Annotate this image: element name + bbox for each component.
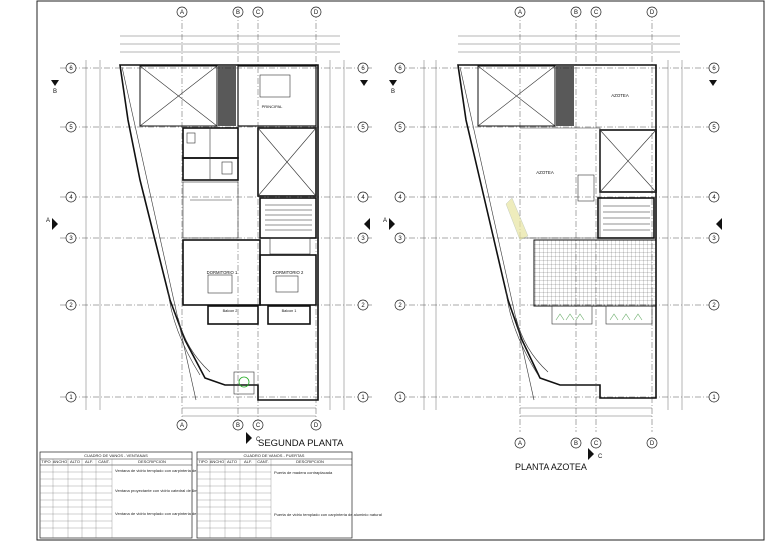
azotea-axis-bottom-2: B [574,441,578,447]
axis-left-3: 3 [69,236,73,242]
axis-bottom-2: B [236,423,240,429]
azotea-section-mark-a: A [383,218,387,224]
azotea-axis-left-6: 6 [398,66,402,72]
axis-left-2: 2 [69,303,73,309]
room-label-balcon-1: Balcon 1 [282,309,297,313]
room-label-dormitorio-2: DORMITORIO 2 [273,270,304,275]
ventanas-header-tipo: TIPO [41,459,50,464]
axis-top-4: D [314,10,319,16]
axis-right-4: 4 [361,195,365,201]
azotea-axis-left-5: 5 [398,125,402,131]
axis-right-1: 1 [361,395,365,401]
azotea-axis-left-1: 1 [398,395,402,401]
puertas-header-cant: CANT. [257,459,269,464]
ventanas-header-descripcion: DESCRIPCION [138,459,166,464]
plan-azotea: A B C D A B C D 6 5 4 3 2 1 6 5 4 3 2 1 … [383,6,722,472]
section-mark-a: A [46,218,50,224]
table-ventanas-title: CUADRO DE VANOS - VENTANAS [84,453,148,458]
azotea-axis-left-3: 3 [398,236,402,242]
table-ventanas: CUADRO DE VANOS - VENTANAS TIPO ANCHO AL… [39,451,226,539]
ventanas-note-1: Ventana de vidrio templado con carpinter… [115,468,226,473]
axis-top-2: B [236,10,240,16]
azotea-axis-right-1: 1 [712,395,716,401]
ventanas-header-cant: CANT. [98,459,110,464]
axis-right-3: 3 [361,236,365,242]
axis-right-5: 5 [361,125,365,131]
azotea-axis-top-3: C [594,10,599,16]
azotea-axis-right-6: 6 [712,66,716,72]
azotea-axis-bottom-4: D [650,441,655,447]
axis-left-1: 1 [69,395,73,401]
axis-left-5: 5 [69,125,73,131]
axis-top-3: C [256,10,261,16]
room-label-azotea-upper: AZOTEA [611,93,629,98]
ventanas-note-3: Ventana de vidrio templado con carpinter… [115,511,226,516]
section-mark-c: C [256,437,261,443]
room-label-balcon-2: Balcon 2 [223,309,238,313]
azotea-axis-left-2: 2 [398,303,402,309]
azotea-axis-top-1: A [518,10,522,16]
azotea-axis-right-3: 3 [712,236,716,242]
ventanas-header-alto: ALTO [70,459,80,464]
axis-top-1: A [180,10,184,16]
puertas-note-2: Puerta de vidrio templado con carpinteri… [274,512,382,517]
plan-segunda-planta: A B C D A B C D 6 5 4 3 2 1 6 5 4 3 2 1 [46,6,372,449]
axis-right-2: 2 [361,303,365,309]
axis-bottom-1: A [180,423,184,429]
puertas-header-tipo: TIPO [198,459,207,464]
plan-title-segunda-planta: SEGUNDA PLANTA [258,438,344,449]
room-label-azotea-lower: AZOTEA [536,170,554,175]
azotea-axis-left-4: 4 [398,195,402,201]
ventanas-header-ancho: ANCHO [53,459,67,464]
puertas-header-ancho: ANCHO [210,459,224,464]
ventanas-note-2: Ventana proyectante con vidrio catedral … [115,488,201,493]
plan-title-azotea: PLANTA AZOTEA [515,462,587,472]
azotea-axis-bottom-3: C [594,441,599,447]
puertas-header-alto: ALTO [227,459,237,464]
room-label-principal: PRINCIPAL [262,104,284,109]
azotea-axis-top-4: D [650,10,655,16]
azotea-axis-right-4: 4 [712,195,716,201]
axis-bottom-3: C [256,423,261,429]
azotea-axis-bottom-1: A [518,441,522,447]
azotea-axis-right-5: 5 [712,125,716,131]
puertas-header-alf: ALF. [244,459,252,464]
axis-left-6: 6 [69,66,73,72]
axis-left-4: 4 [69,195,73,201]
puertas-header-descripcion: DESCRIPCION [296,459,324,464]
axis-bottom-4: D [314,423,319,429]
section-mark-b: B [53,89,57,95]
ventanas-header-alf: ALF. [85,459,93,464]
room-label-dormitorio-1: DORMITORIO 1 [207,270,238,275]
azotea-section-mark-b: B [391,89,395,95]
table-puertas: CUADRO DE VANOS - PUERTAS TIPO ANCHO ALT… [196,451,382,539]
axis-right-6: 6 [361,66,365,72]
puertas-note-1: Puerta de madera contraplacada [274,470,333,475]
azotea-axis-top-2: B [574,10,578,16]
table-puertas-title: CUADRO DE VANOS - PUERTAS [244,453,305,458]
azotea-axis-right-2: 2 [712,303,716,309]
azotea-section-mark-c: C [598,454,603,460]
